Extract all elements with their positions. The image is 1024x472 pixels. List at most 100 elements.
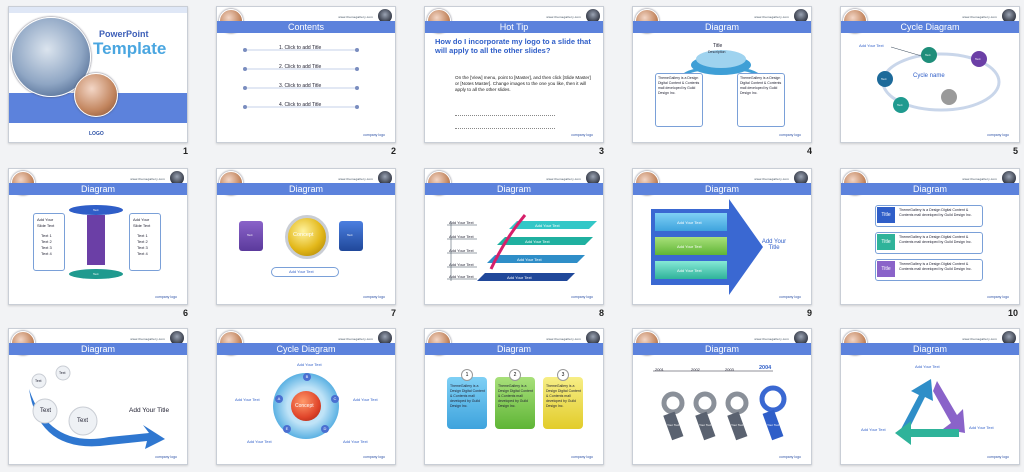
row-label: Add Your Text	[449, 274, 474, 279]
title-bar: Diagram	[425, 183, 603, 195]
slide-14-thumbnail[interactable]: www.themegallery.com Diagram 2001 2002 2…	[632, 328, 812, 465]
tab-2: Title	[877, 234, 895, 250]
footer-logo: company logo	[571, 455, 593, 459]
slide-number-9: 9	[806, 308, 812, 318]
concept-label: Concept	[293, 232, 314, 238]
year-label: 2001	[655, 367, 664, 372]
node-text: Text	[925, 53, 931, 57]
tab-1: Title	[877, 207, 895, 223]
slide-number-5: 5	[1012, 146, 1018, 156]
tag-text: Your Text	[667, 423, 680, 427]
concept-label: Concept	[295, 403, 314, 409]
header-url: www.themegallery.com	[546, 177, 581, 181]
slide-number-3: 3	[598, 146, 604, 156]
slide-9-thumbnail[interactable]: www.themegallery.com Diagram Add Your Te…	[632, 168, 812, 305]
left-box-line: Text 2	[41, 239, 52, 244]
slide-title: Contents	[287, 22, 325, 32]
slide-3-thumbnail[interactable]: www.themegallery.com Hot Tip How do I in…	[424, 6, 604, 143]
slide-7-thumbnail[interactable]: www.themegallery.com Diagram Concept Tex…	[216, 168, 396, 305]
slide-number-4: 4	[806, 146, 812, 156]
circle-text: Text	[35, 379, 42, 383]
header-url: www.themegallery.com	[754, 15, 789, 19]
card-text: ThemeGallery is a Design Digital Content…	[899, 208, 972, 217]
left-box-line: Text 3	[41, 245, 52, 250]
slide-title: Diagram	[496, 184, 531, 194]
year-label: 2004	[759, 365, 772, 371]
slide-title: Hot Tip	[499, 22, 529, 32]
cycle-label: Add Your Text	[297, 362, 322, 367]
tag-text: Your Text	[699, 423, 712, 427]
cycle-label: Add Your Text	[247, 439, 272, 444]
contents-item-1: 1. Click to add Title	[279, 45, 322, 51]
slide-title: Diagram	[704, 22, 739, 32]
circle-text: Text	[59, 371, 66, 375]
slide-number-10: 10	[1007, 308, 1018, 318]
right-stack	[339, 221, 363, 251]
label-top: Add Your Text	[915, 364, 940, 369]
card-yellow	[543, 377, 583, 429]
slide-number-7: 7	[390, 308, 396, 318]
cylinder-stack	[87, 215, 105, 265]
slide-6-thumbnail[interactable]: www.themegallery.com Diagram Add Your Sl…	[8, 168, 188, 305]
center-sub: Description	[708, 50, 726, 54]
card-text: ThemeGallery is a Design Digital Content…	[450, 384, 485, 408]
card-text: ThemeGallery is a Design Digital Content…	[899, 262, 972, 271]
card-text: ThemeGallery is a Design Digital Content…	[498, 384, 533, 408]
arrow-label: Add Your Title	[761, 239, 787, 251]
node-e: E	[283, 425, 291, 433]
tip-fineprint	[455, 115, 555, 129]
header-url: www.themegallery.com	[962, 15, 997, 19]
node-c: C	[331, 395, 339, 403]
tip-question: How do I incorporate my logo to a slide …	[435, 37, 591, 55]
card-green	[495, 377, 535, 429]
title-bar: Diagram	[633, 21, 811, 33]
title-bar: Diagram	[633, 183, 811, 195]
slide-title: Diagram	[912, 184, 947, 194]
title-bar: Diagram	[9, 183, 187, 195]
step-label: Add Your Text	[525, 239, 550, 244]
bar-3	[655, 261, 727, 279]
slide-10-thumbnail[interactable]: www.themegallery.com Diagram Title Title…	[840, 168, 1020, 305]
footer-logo: company logo	[571, 295, 593, 299]
right-box-line: Text 2	[137, 239, 148, 244]
title-bar: Diagram	[425, 343, 603, 355]
slide-12-thumbnail[interactable]: www.themegallery.com Cycle Diagram Conce…	[216, 328, 396, 465]
header-url: www.themegallery.com	[962, 337, 997, 341]
left-textbox	[33, 213, 65, 271]
slide-4-thumbnail[interactable]: www.themegallery.com Diagram Title Descr…	[632, 6, 812, 143]
slide-1-thumbnail[interactable]: PowerPoint Template LOGO	[8, 6, 188, 143]
contents-item-4: 4. Click to add Title	[279, 102, 322, 108]
slide-2-thumbnail[interactable]: www.themegallery.com Contents 1. Click t…	[216, 6, 396, 143]
cycle-label: Add Your Text	[235, 397, 260, 402]
slide-5-thumbnail[interactable]: www.themegallery.com Cycle Diagram Add Y…	[840, 6, 1020, 143]
add-text-label: Add Your Text	[859, 43, 884, 48]
title-bar: Diagram	[217, 183, 395, 195]
contents-item-3: 3. Click to add Title	[279, 83, 322, 89]
cycle-label: Add Your Text	[343, 439, 368, 444]
concept-core	[291, 391, 321, 421]
slide-13-thumbnail[interactable]: www.themegallery.com Diagram 1 2 3 Theme…	[424, 328, 604, 465]
header-url: www.themegallery.com	[754, 337, 789, 341]
left-stack-text: Text	[247, 233, 253, 237]
right-box-line: Text 4	[137, 251, 148, 256]
right-box-line: Add Your	[133, 217, 150, 222]
right-box-line: Slide Text	[133, 223, 151, 228]
header-url: www.themegallery.com	[962, 177, 997, 181]
card-text: ThemeGallery is a Design Digital Content…	[899, 235, 972, 244]
header-url: www.themegallery.com	[754, 177, 789, 181]
concept-disc	[285, 215, 329, 259]
num-3: 3	[557, 369, 569, 381]
slide-number-2: 2	[390, 146, 396, 156]
card-3	[875, 259, 983, 281]
row-label: Add Your Text	[449, 262, 474, 267]
slide-8-thumbnail[interactable]: www.themegallery.com Diagram Add Your Te…	[424, 168, 604, 305]
slide-title: Diagram	[912, 344, 947, 354]
bar-label: Add Your Text	[677, 244, 702, 249]
title-small: PowerPoint	[99, 29, 149, 39]
slide-11-thumbnail[interactable]: www.themegallery.com Diagram Text Text T…	[8, 328, 188, 465]
slide-title: Diagram	[496, 344, 531, 354]
circle-text: Text	[77, 418, 89, 424]
footer-logo: company logo	[987, 295, 1009, 299]
slide-15-thumbnail[interactable]: www.themegallery.com Diagram Add Your Te…	[840, 328, 1020, 465]
title-bar: Diagram	[9, 343, 187, 355]
